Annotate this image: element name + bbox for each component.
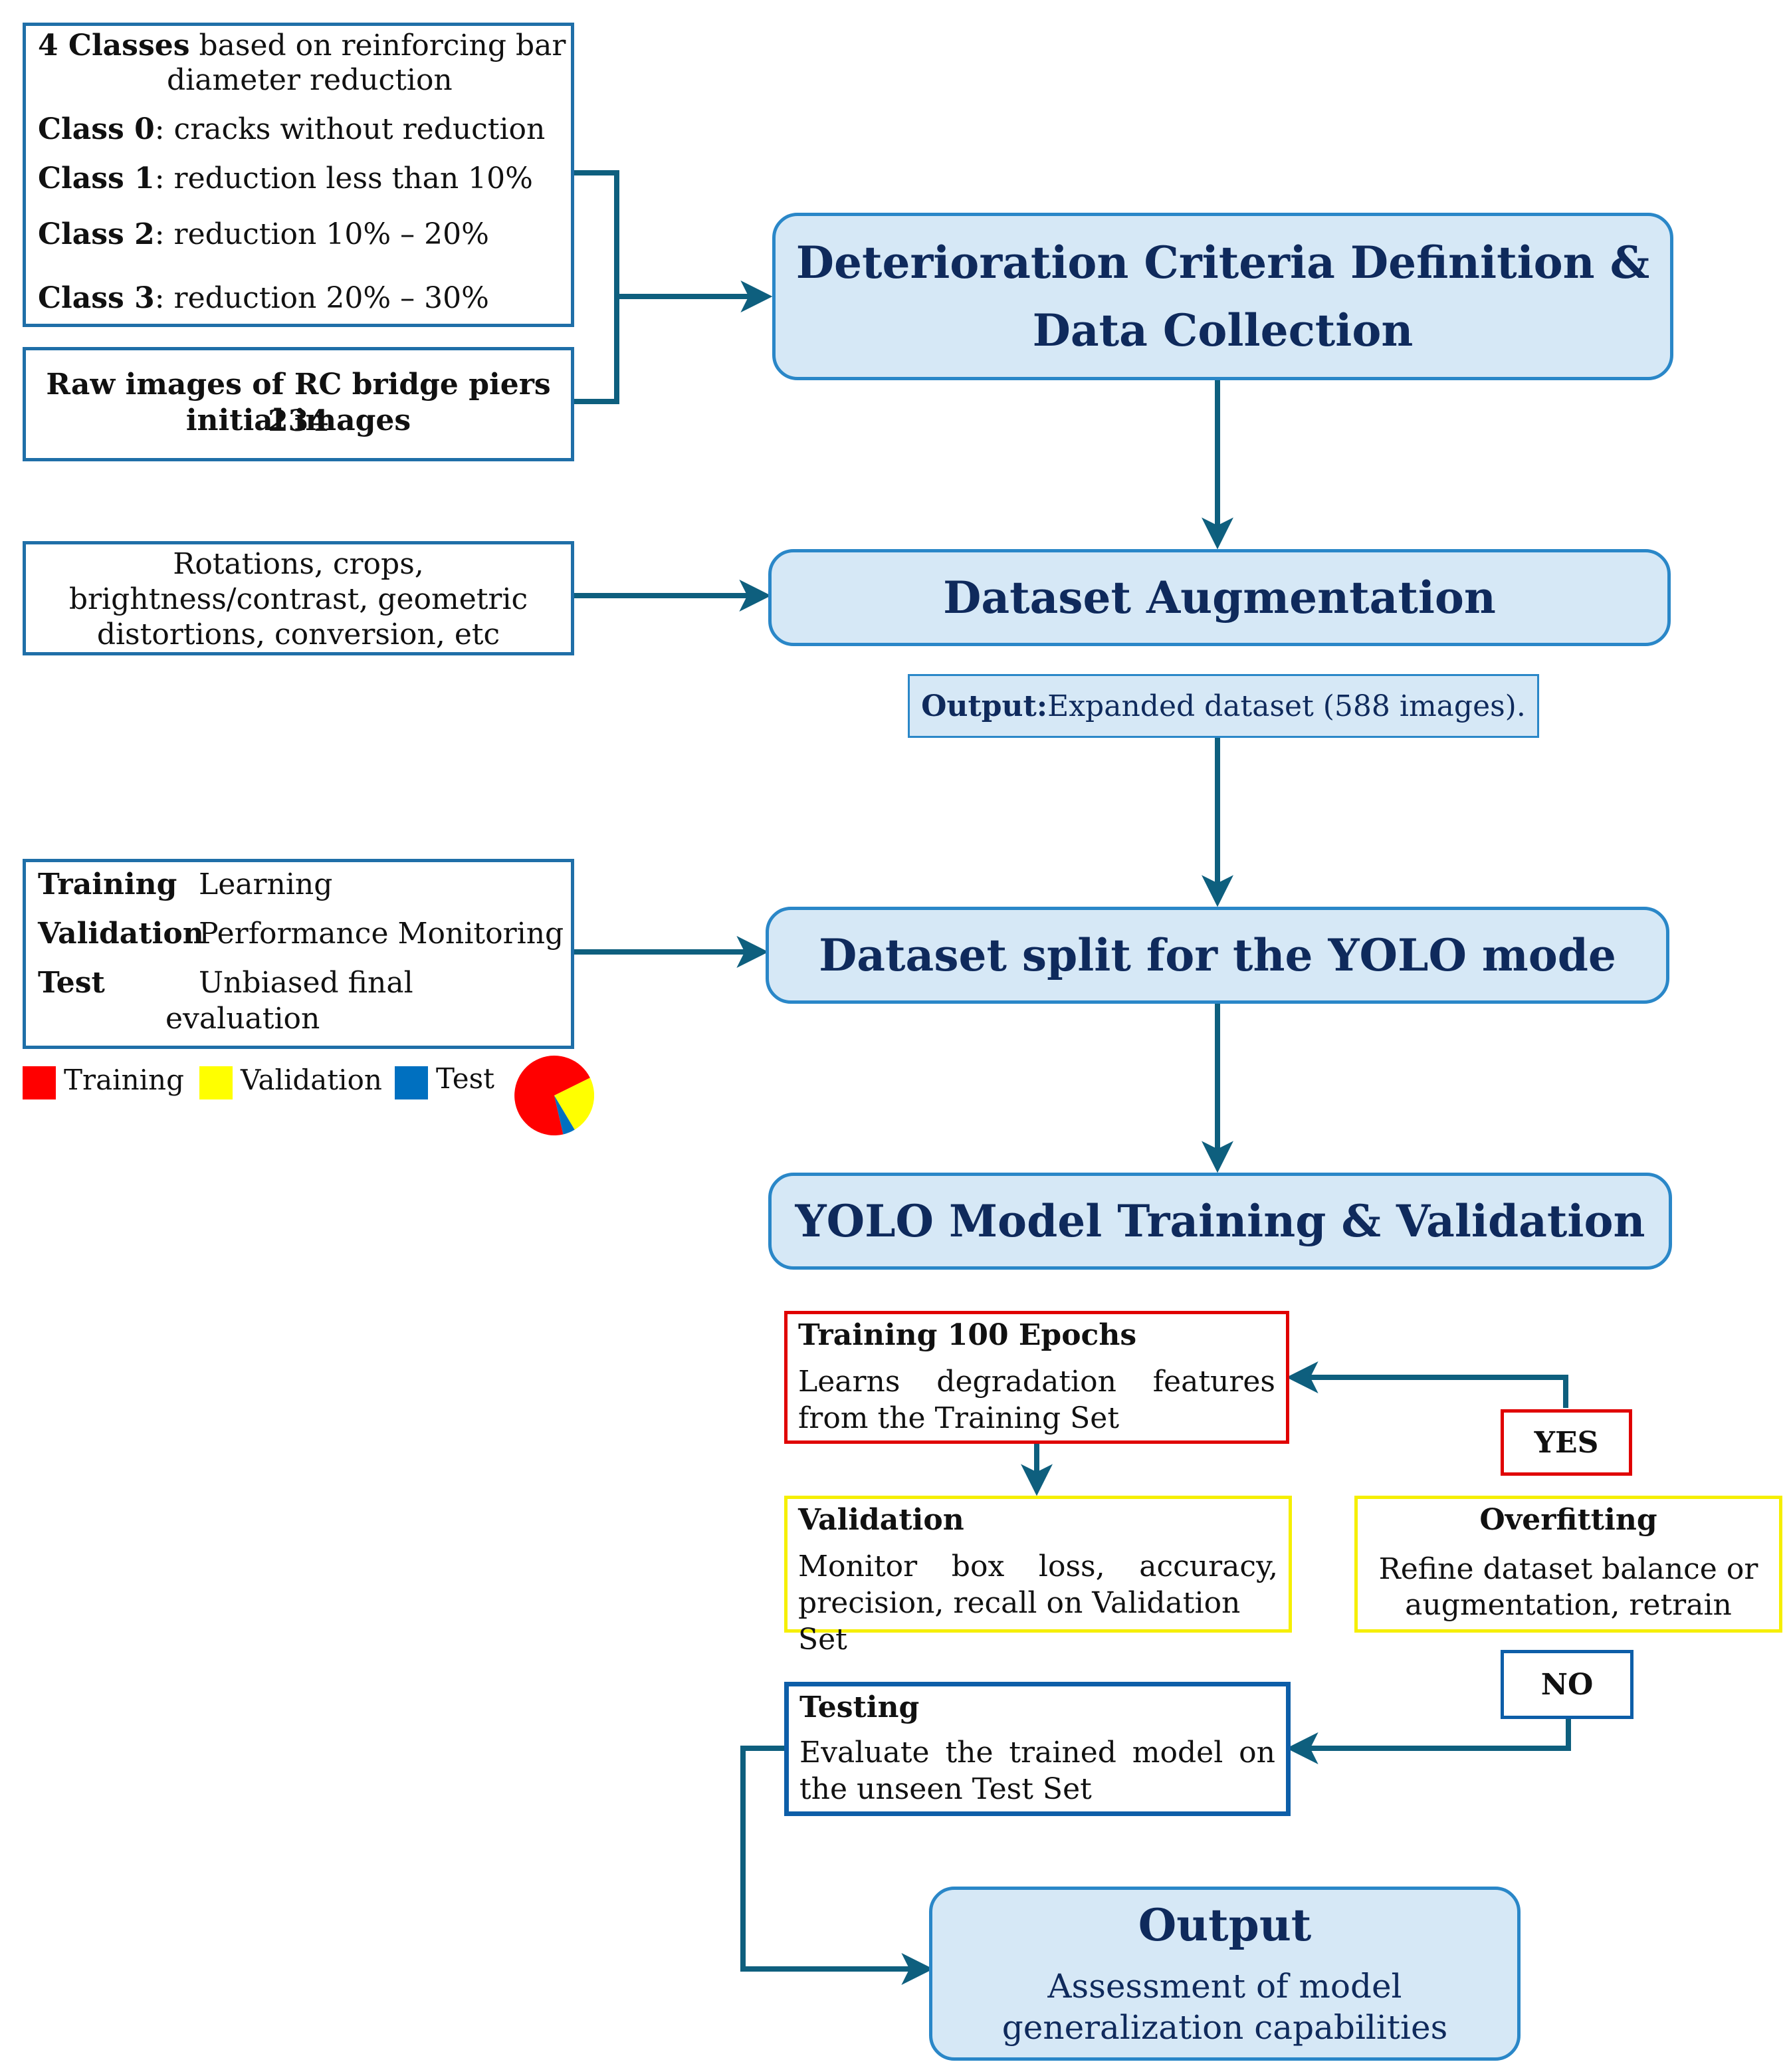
aug-input-line1: Rotations, crops, (173, 547, 424, 581)
training-epochs-line1: Learns degradation features (798, 1365, 1275, 1399)
split-row: Validation (38, 917, 204, 951)
step-criteria-definition: Deterioration Criteria Definition & Data … (772, 213, 1673, 380)
arrow-testing-to-output (740, 1746, 934, 1985)
legend-label-training: Training (64, 1064, 184, 1096)
validation-title: Validation (798, 1503, 964, 1537)
final-output-title: Output (1138, 1899, 1312, 1951)
raw-images-line2: initial images (185, 403, 411, 437)
raw-images-line1: Raw images of RC bridge piers 234 (46, 368, 551, 438)
step-yolo-training: YOLO Model Training & Validation (768, 1173, 1672, 1270)
arrow-yes-to-training (1286, 1361, 1568, 1408)
step-training-label: YOLO Model Training & Validation (795, 1195, 1645, 1247)
final-output-line2: generalization capabilities (1001, 2008, 1448, 2047)
training-epochs-title: Training 100 Epochs (798, 1318, 1137, 1352)
legend-swatch-test (395, 1066, 428, 1099)
final-output-box: Output Assessment of model generalizatio… (929, 1887, 1521, 2061)
step-dataset-augmentation: Dataset Augmentation (768, 549, 1671, 646)
training-epochs-line2: from the Training Set (798, 1401, 1120, 1435)
legend-label-validation: Validation (241, 1064, 382, 1096)
split-input-box: Training Learning Validation Performance… (23, 859, 574, 1049)
augmentation-output-bold: Output: (921, 689, 1048, 723)
split-row-desc: Performance Monitoring (199, 917, 564, 951)
training-epochs-box: Training 100 Epochs Learns degradation f… (784, 1311, 1289, 1444)
aug-input-line3: distortions, conversion, etc (96, 618, 500, 651)
augmentation-input-box: Rotations, crops, brightness/contrast, g… (23, 541, 574, 655)
validation-box: Validation Monitor box loss, accuracy, p… (784, 1496, 1292, 1657)
legend-label-test: Test (436, 1062, 495, 1095)
augmentation-output: Output: Expanded dataset (588 images). (908, 674, 1539, 738)
arrow-no-to-testing (1286, 1718, 1571, 1764)
split-row: Training (38, 867, 177, 901)
overfitting-title: Overfitting (1479, 1503, 1657, 1537)
step-criteria-line2: Data Collection (1032, 304, 1414, 356)
classes-title-line2: diameter reduction (167, 63, 453, 97)
classes-title-bold: 4 Classes (38, 29, 190, 62)
decision-no: NO (1501, 1650, 1633, 1719)
pie-slice-test (554, 1095, 575, 1135)
split-row-desc: Learning (199, 867, 333, 901)
testing-title: Testing (799, 1690, 920, 1724)
class-row: Class 3: reduction 20% – 30% (38, 281, 489, 315)
overfitting-line2: augmentation, retrain (1405, 1588, 1732, 1622)
split-pie-chart (514, 1056, 594, 1135)
final-output-line1: Assessment of model (1047, 1967, 1402, 2006)
overfitting-box: Overfitting Refine dataset balance or au… (1354, 1496, 1782, 1633)
decision-no-label: NO (1540, 1667, 1594, 1702)
class-row: Class 2: reduction 10% – 20% (38, 217, 489, 251)
class-row: Class 0: cracks without reduction (38, 112, 546, 146)
overfitting-line1: Refine dataset balance or (1378, 1552, 1758, 1586)
testing-line1: Evaluate the trained model on (799, 1736, 1275, 1770)
testing-line2: the unseen Test Set (799, 1772, 1092, 1806)
split-test-line2: evaluation (165, 1002, 320, 1036)
decision-yes-label: YES (1534, 1425, 1599, 1460)
classes-title-rest: based on reinforcing bar (189, 29, 566, 62)
testing-box: Testing Evaluate the trained model on th… (784, 1682, 1291, 1816)
class-row: Class 1: reduction less than 10% (38, 162, 533, 195)
validation-line2: precision, recall on Validation Set (798, 1586, 1241, 1657)
step-augmentation-label: Dataset Augmentation (943, 571, 1496, 624)
decision-yes: YES (1501, 1409, 1632, 1476)
augmentation-output-text: Expanded dataset (588 images). (1047, 689, 1526, 723)
split-row-desc: Unbiased final (199, 966, 413, 1000)
aug-input-line2: brightness/contrast, geometric (68, 582, 528, 616)
legend-swatch-validation (199, 1066, 233, 1099)
step-split-label: Dataset split for the YOLO mode (819, 929, 1616, 981)
pie-slice-validation (554, 1078, 594, 1130)
validation-line1: Monitor box loss, accuracy, (798, 1550, 1278, 1583)
raw-images-box: Raw images of RC bridge piers 234 initia… (23, 347, 574, 461)
split-row: Test (38, 966, 105, 1000)
classes-box: 4 Classes based on reinforcing bar diame… (23, 23, 574, 327)
step-dataset-split: Dataset split for the YOLO mode (766, 907, 1669, 1004)
pie-slice-training (514, 1056, 590, 1135)
legend-swatch-training (23, 1066, 56, 1099)
connector-bracket (573, 170, 619, 404)
step-criteria-line1: Deterioration Criteria Definition & (795, 236, 1650, 288)
